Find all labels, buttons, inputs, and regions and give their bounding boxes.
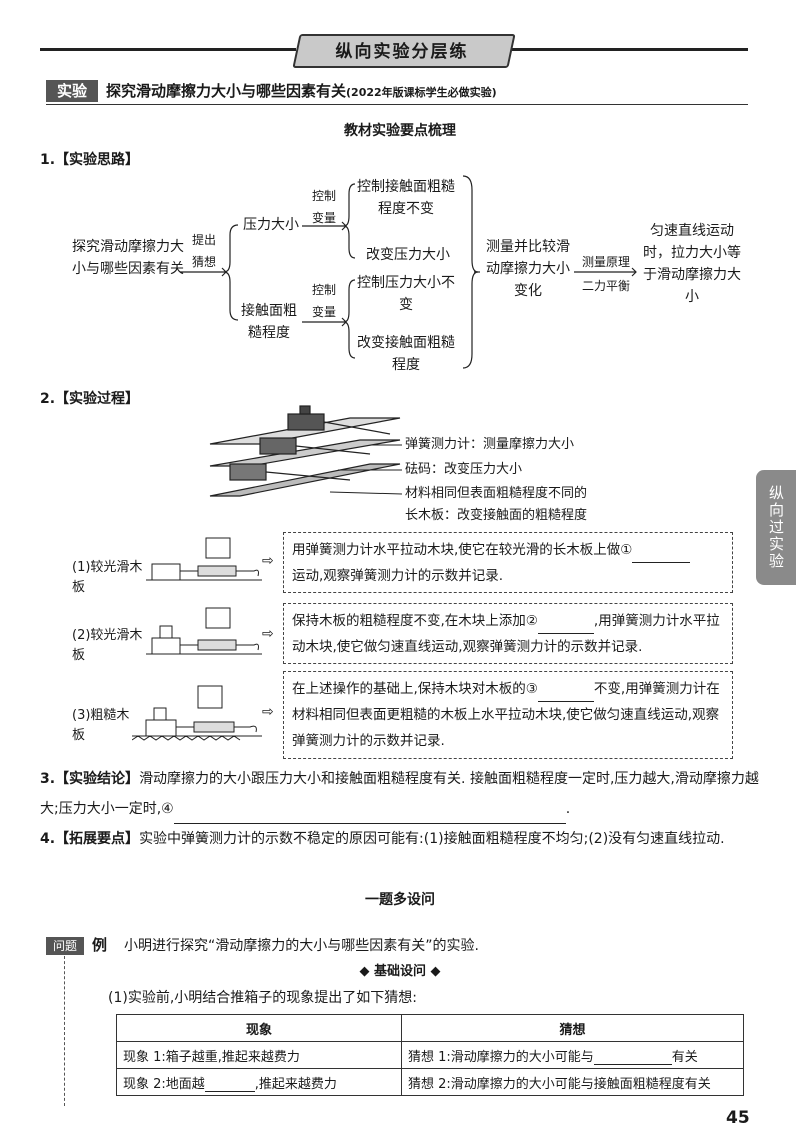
blank-4[interactable] xyxy=(173,805,566,824)
experiment-title-note: (2022年版课标学生必做实验) xyxy=(346,86,497,99)
row1-guess-a: 猜想 1:滑动摩擦力的大小可能与 xyxy=(408,1049,594,1065)
idea-heading: 1.【实验思路】 xyxy=(40,152,140,168)
variable-label-1: 变量 xyxy=(311,211,336,225)
question-intro: 小明进行探究“滑动摩擦力的大小与哪些因素有关”的实验. xyxy=(124,938,479,954)
blank-3[interactable] xyxy=(537,683,594,702)
guess-label-bottom: 猜想 xyxy=(191,255,216,269)
header-guess: 猜想 xyxy=(401,1014,744,1042)
step2-text-b: ,用弹簧测力计水平拉动木块,使它做匀速直线运动,观察弹簧测力计的示数并记录. xyxy=(292,613,720,655)
phenomenon-table: 现象 猜想 现象 1:箱子越重,推起来越费力 猜想 1:滑动摩擦力的大小可能与 有… xyxy=(116,1014,744,1096)
blank-2[interactable] xyxy=(537,615,594,634)
row1-phenomenon: 现象 1:箱子越重,推起来越费力 xyxy=(116,1041,402,1069)
extension-paragraph: 4.【拓展要点】实验中弹簧测力计的示数不稳定的原因可能有:(1)接触面粗糙程度不… xyxy=(40,824,760,854)
step1-text-a: 用弹簧测力计水平拉动木块,使它在较光滑的长木板上做① xyxy=(292,542,633,558)
header-rule-right xyxy=(508,48,748,51)
idea-root: 探究滑动摩擦力大小与哪些因素有关 xyxy=(72,239,184,277)
callout-spring-scale: 弹簧测力计：测量摩擦力大小 xyxy=(405,437,575,452)
conclusion-paragraph: 3.【实验结论】滑动摩擦力的大小跟压力大小和接触面粗糙程度有关. 接触面粗糙程度… xyxy=(40,764,760,824)
page-number: 45 xyxy=(726,1108,750,1128)
extension-text: 实验中弹簧测力计的示数不稳定的原因可能有:(1)接触面粗糙程度不均匀;(2)没有… xyxy=(139,831,725,847)
step1-label: (1)较光滑木板 xyxy=(72,560,143,595)
control-label-1: 控制 xyxy=(311,189,336,203)
step3-diagram xyxy=(132,685,262,741)
table-row: 现象 2:地面越 ,推起来越费力 猜想 2:滑动摩擦力的大小可能与接触面粗糙程度有… xyxy=(116,1068,744,1096)
principle-label: 测量原理 xyxy=(581,255,630,269)
table-header-row: 现象 猜想 xyxy=(116,1014,744,1042)
step3-label: (3)粗糙木板 xyxy=(72,708,130,743)
row1-guess: 猜想 1:滑动摩擦力的大小可能与 有关 xyxy=(401,1041,744,1069)
variable-label-2: 变量 xyxy=(311,305,336,319)
leaf-change-pressure: 改变压力大小 xyxy=(366,247,450,263)
step1-diagram xyxy=(146,537,262,581)
step3-arrow-icon: ⇨ xyxy=(262,704,274,720)
conclusion-node: 匀速直线运动时，拉力大小等于滑动摩擦力大小 xyxy=(643,223,741,305)
step2-label: (2)较光滑木板 xyxy=(72,628,143,663)
leaf-control-roughness: 控制接触面粗糙程度不变 xyxy=(357,179,455,217)
factor-roughness: 接触面粗糙程度 xyxy=(241,303,297,341)
callout-leader-lines xyxy=(329,444,403,495)
row1-guess-b: 有关 xyxy=(671,1049,698,1065)
row2-guess: 猜想 2:滑动摩擦力的大小可能与接触面粗糙程度有关 xyxy=(401,1068,744,1096)
question-tag: 问题 xyxy=(46,937,84,955)
callout-board-line1: 材料相同但表面粗糙程度不同的 xyxy=(405,486,588,501)
callout-board-line2: 长木板：改变接触面的粗糙程度 xyxy=(405,508,588,523)
row2-phenomenon-b: ,推起来越费力 xyxy=(254,1076,337,1092)
step2-arrow-icon: ⇨ xyxy=(262,626,274,642)
step1-arrow-icon: ⇨ xyxy=(262,553,274,569)
process-heading: 2.【实验过程】 xyxy=(40,391,140,407)
step1-text-b: 运动,观察弹簧测力计的示数并记录. xyxy=(292,568,504,584)
idea-tree-connectors xyxy=(180,175,637,369)
blank-guess-1[interactable] xyxy=(593,1046,672,1065)
row2-phenomenon-a: 现象 2:地面越 xyxy=(123,1076,205,1092)
side-tab: 纵向过实验 xyxy=(756,470,796,585)
step3-text-a: 在上述操作的基础上,保持木块对木板的③ xyxy=(292,681,538,697)
step3-text-b: 不变,用弹簧测力计在材料相同但表面更粗糙的木板上水平拉动木块,使它做匀速直线运动… xyxy=(292,681,720,749)
step2-diagram xyxy=(146,607,262,655)
experiment-title-main: 探究滑动摩擦力大小与哪些因素有关 xyxy=(106,82,347,100)
header-rule-left xyxy=(40,48,296,51)
guess-label-top: 提出 xyxy=(191,233,216,247)
measure-node: 测量并比较滑动摩擦力大小变化 xyxy=(486,239,570,299)
question-side-rule xyxy=(64,956,65,1106)
title-underline xyxy=(46,104,748,105)
step2-text-a: 保持木板的粗糙程度不变,在木块上添加② xyxy=(292,613,538,629)
apparatus-illustration xyxy=(209,405,401,497)
leaf-change-roughness: 改变接触面粗糙程度 xyxy=(357,335,455,373)
experiment-title: 探究滑动摩擦力大小与哪些因素有关(2022年版课标学生必做实验) xyxy=(106,80,497,101)
experiment-tag: 实验 xyxy=(46,80,98,102)
factor-pressure: 压力大小 xyxy=(243,217,299,233)
control-label-2: 控制 xyxy=(311,283,336,297)
conclusion-text: 滑动摩擦力的大小跟压力大小和接触面粗糙程度有关. 接触面粗糙程度一定时,压力越大… xyxy=(40,771,759,817)
extension-heading: 4.【拓展要点】 xyxy=(40,831,140,847)
blank-1[interactable] xyxy=(632,544,691,563)
blank-ground[interactable] xyxy=(204,1073,255,1092)
step2-box: 保持木板的粗糙程度不变,在木块上添加②,用弹簧测力计水平拉动木块,使它做匀速直线… xyxy=(283,603,733,664)
row2-phenomenon: 现象 2:地面越 ,推起来越费力 xyxy=(116,1068,402,1096)
callout-weight: 砝码：改变压力大小 xyxy=(405,462,523,477)
banner-title: 纵向实验分层练 xyxy=(335,42,469,62)
leaf-control-pressure: 控制压力大小不变 xyxy=(357,275,455,313)
table-row: 现象 1:箱子越重,推起来越费力 猜想 1:滑动摩擦力的大小可能与 有关 xyxy=(116,1041,744,1069)
conclusion-heading: 3.【实验结论】 xyxy=(40,771,140,787)
section-review-title: 教材实验要点梳理 xyxy=(344,123,456,139)
section-multi-title: 一题多设问 xyxy=(365,892,435,908)
principle-value: 二力平衡 xyxy=(581,279,630,293)
step1-box: 用弹簧测力计水平拉动木块,使它在较光滑的长木板上做① 运动,观察弹簧测力计的示数… xyxy=(283,532,733,593)
question-1: (1)实验前,小明结合推箱子的现象提出了如下猜想: xyxy=(108,990,417,1006)
example-label: 例 xyxy=(92,936,108,954)
header-phenomenon: 现象 xyxy=(116,1014,402,1042)
basic-questions-title: ◆ 基础设问 ◆ xyxy=(359,964,441,979)
